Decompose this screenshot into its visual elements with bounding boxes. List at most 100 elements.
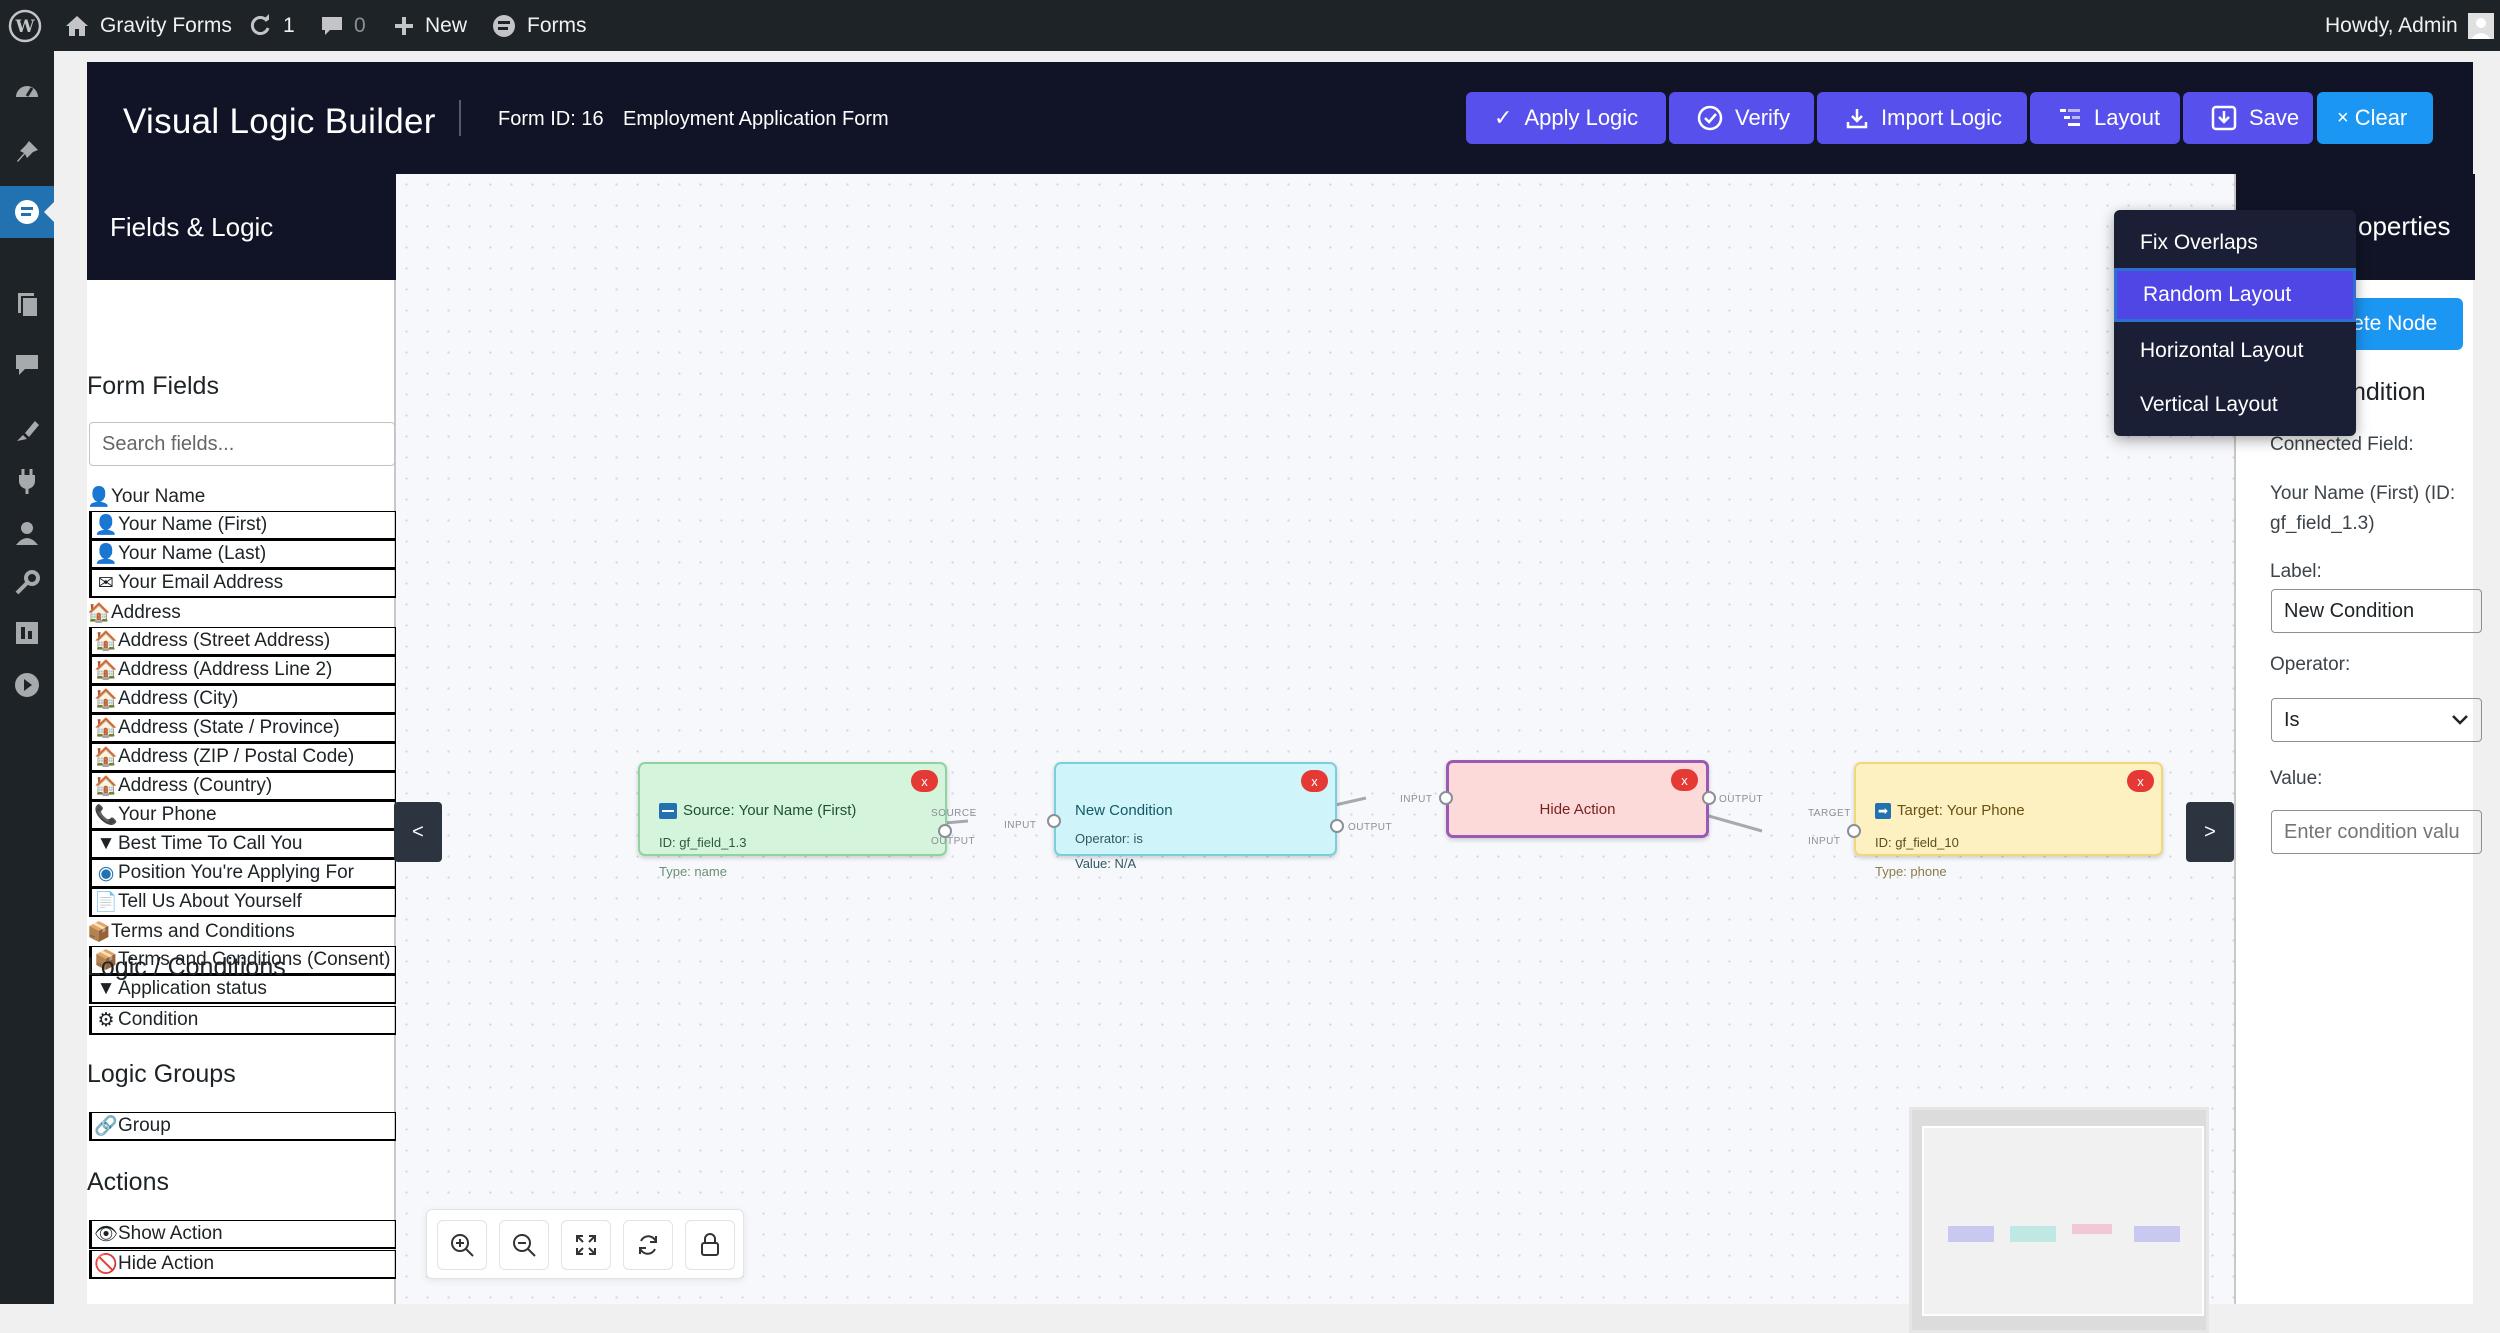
field-group-item[interactable]: 🏠Address bbox=[89, 598, 396, 627]
import-logic-button[interactable]: Import Logic bbox=[1817, 92, 2027, 144]
field-item[interactable]: ▼Best Time To Call You bbox=[89, 830, 396, 859]
logic-conditions-heading: Logic / Conditions bbox=[87, 953, 286, 981]
box-icon: 📦 bbox=[89, 921, 111, 943]
field-item[interactable]: 🏠Address (Street Address) bbox=[89, 627, 396, 656]
save-button[interactable]: Save bbox=[2183, 92, 2313, 144]
account-menu[interactable]: Howdy, Admin bbox=[2325, 0, 2494, 51]
fit-view-icon[interactable] bbox=[561, 1220, 611, 1270]
comments-count: 0 bbox=[354, 13, 366, 37]
clear-button[interactable]: × Clear bbox=[2317, 92, 2433, 144]
visual-logic-builder: Visual Logic Builder Form ID: 16 Employm… bbox=[87, 62, 2482, 1333]
new-label: New bbox=[425, 13, 468, 37]
field-item[interactable]: 📦Terms and Conditions (Consent) bbox=[89, 946, 396, 975]
field-item[interactable]: 👤Your Name (First) bbox=[89, 511, 396, 540]
person-icon: 👤 bbox=[89, 486, 111, 508]
target-node-title: ➡ Target: Your Phone bbox=[1875, 802, 2025, 819]
port-label-output: OUTPUT bbox=[1719, 794, 1764, 805]
field-item[interactable]: ◉Position You're Applying For bbox=[89, 859, 396, 888]
pin-icon[interactable] bbox=[13, 138, 41, 166]
search-input[interactable]: Search fields... bbox=[89, 422, 395, 466]
gravity-forms-menu-icon[interactable] bbox=[0, 186, 54, 238]
condition-input-port[interactable] bbox=[1047, 814, 1061, 828]
menu-item-fix-overlaps[interactable]: Fix Overlaps bbox=[2140, 231, 2258, 254]
menu-item-horizontal-layout[interactable]: Horizontal Layout bbox=[2140, 339, 2304, 362]
action-output-port[interactable] bbox=[1702, 791, 1716, 805]
source-output-port[interactable] bbox=[938, 824, 952, 838]
refresh-icon[interactable] bbox=[623, 1220, 673, 1270]
field-item[interactable]: 🏠Address (City) bbox=[89, 685, 396, 714]
collapse-icon[interactable] bbox=[13, 671, 41, 699]
condition-output-port[interactable] bbox=[1330, 819, 1344, 833]
operator-selected: Is bbox=[2284, 708, 2300, 731]
verify-button[interactable]: Verify bbox=[1669, 92, 1814, 144]
field-item[interactable]: 🏠Address (Address Line 2) bbox=[89, 656, 396, 685]
collapse-left-panel-button[interactable]: < bbox=[394, 802, 442, 862]
action-item-hide[interactable]: 🚫 Hide Action bbox=[89, 1250, 396, 1279]
zoom-in-icon[interactable] bbox=[437, 1220, 487, 1270]
site-name-link[interactable]: Gravity Forms bbox=[64, 0, 232, 51]
plugins-icon[interactable] bbox=[13, 467, 41, 495]
pages-icon[interactable] bbox=[13, 290, 41, 318]
menu-item-vertical-layout[interactable]: Vertical Layout bbox=[2140, 393, 2278, 416]
field-item-label: Address (Street Address) bbox=[118, 630, 331, 651]
field-item[interactable]: 🏠Address (State / Province) bbox=[89, 714, 396, 743]
properties-title: operties bbox=[2358, 211, 2451, 241]
fields-panel: Form Fields Search fields... 👤Your Name👤… bbox=[87, 280, 396, 1304]
source-node-title: Source: Your Name (First) bbox=[659, 802, 856, 819]
field-item[interactable]: 👤Your Name (Last) bbox=[89, 540, 396, 569]
remove-node-button[interactable]: x bbox=[1301, 770, 1328, 792]
wordpress-logo-icon[interactable]: W bbox=[8, 0, 42, 51]
updates-link[interactable]: 1 bbox=[247, 0, 295, 51]
menu-item-random-layout[interactable]: Random Layout bbox=[2114, 268, 2356, 322]
group-item[interactable]: 🔗 Group bbox=[89, 1112, 396, 1141]
appearance-icon[interactable] bbox=[13, 417, 41, 445]
comments-link[interactable]: 0 bbox=[320, 0, 366, 51]
field-group-item[interactable]: 📦Terms and Conditions bbox=[89, 917, 396, 946]
field-item[interactable]: 📄Tell Us About Yourself bbox=[89, 888, 396, 917]
field-item[interactable]: 📞Your Phone bbox=[89, 801, 396, 830]
label-input[interactable]: New Condition bbox=[2271, 589, 2482, 633]
remove-node-button[interactable]: x bbox=[1671, 769, 1698, 791]
target-input-port[interactable] bbox=[1847, 824, 1861, 838]
zoom-out-icon[interactable] bbox=[499, 1220, 549, 1270]
field-item-label: Your Name (First) bbox=[118, 514, 268, 535]
condition-node[interactable]: New Condition Operator: is Value: N/A x bbox=[1054, 762, 1337, 871]
logic-item-condition[interactable]: ⚙ Condition bbox=[89, 1006, 396, 1035]
value-label: Value: bbox=[2270, 768, 2323, 789]
source-node[interactable]: Source: Your Name (First) ID: gf_field_1… bbox=[638, 762, 947, 879]
forms-link[interactable]: Forms bbox=[491, 0, 587, 51]
remove-node-button[interactable]: x bbox=[911, 770, 938, 792]
field-item-label: Terms and Conditions bbox=[111, 920, 295, 942]
dashboard-icon[interactable] bbox=[13, 77, 41, 105]
port-label-output: OUTPUT bbox=[931, 836, 976, 847]
layout-button[interactable]: Layout bbox=[2030, 92, 2180, 144]
field-item[interactable]: ▼Application status bbox=[89, 975, 396, 1004]
value-input[interactable]: Enter condition valu bbox=[2271, 810, 2482, 854]
field-group-item[interactable]: 👤Your Name bbox=[89, 482, 396, 511]
download-icon bbox=[1846, 109, 1868, 129]
import-logic-label: Import Logic bbox=[1881, 105, 2003, 130]
field-item-label: Your Name bbox=[111, 485, 206, 507]
settings-icon[interactable] bbox=[13, 619, 41, 647]
source-type: Type: name bbox=[659, 864, 727, 879]
field-item[interactable]: 🏠Address (ZIP / Postal Code) bbox=[89, 743, 396, 772]
lock-icon[interactable] bbox=[685, 1220, 735, 1270]
apply-logic-button[interactable]: ✓ Apply Logic bbox=[1466, 92, 1666, 144]
action-node[interactable]: Hide Action x bbox=[1446, 760, 1709, 838]
comments-menu-icon[interactable] bbox=[13, 351, 41, 379]
target-node[interactable]: ➡ Target: Your Phone ID: gf_field_10 Typ… bbox=[1854, 762, 2163, 879]
house-icon: 🏠 bbox=[94, 718, 118, 739]
envelope-icon: ✉ bbox=[98, 572, 114, 594]
tools-icon[interactable] bbox=[13, 569, 41, 597]
users-icon[interactable] bbox=[13, 519, 41, 547]
collapse-right-panel-button[interactable]: > bbox=[2186, 802, 2234, 862]
minimap[interactable] bbox=[1909, 1107, 2209, 1333]
field-item[interactable]: ✉Your Email Address bbox=[89, 569, 396, 598]
field-item[interactable]: 🏠Address (Country) bbox=[89, 772, 396, 801]
action-item-show[interactable]: 👁 Show Action bbox=[89, 1220, 396, 1249]
new-content-link[interactable]: New bbox=[393, 0, 467, 51]
remove-node-button[interactable]: x bbox=[2127, 770, 2154, 792]
logic-canvas[interactable]: Source: Your Name (First) ID: gf_field_1… bbox=[394, 174, 2234, 1333]
operator-select[interactable]: Is bbox=[2271, 698, 2482, 742]
action-input-port[interactable] bbox=[1439, 791, 1453, 805]
